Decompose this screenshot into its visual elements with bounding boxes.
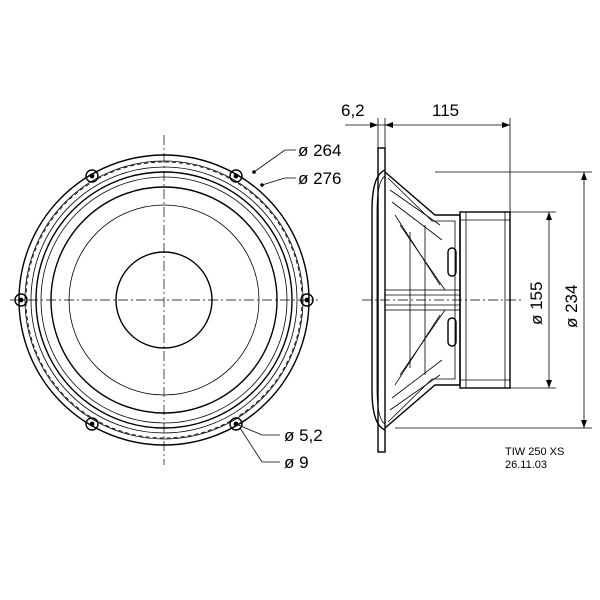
surround-profile — [371, 169, 386, 431]
strut-8 — [399, 309, 446, 376]
leader-d276-dot — [260, 183, 264, 187]
arrow-basket-bottom — [581, 420, 587, 428]
arrow-depth-right — [502, 122, 510, 128]
label-d276: ø 276 — [298, 169, 341, 188]
vent-slot-top — [447, 247, 457, 277]
strut-2 — [391, 201, 443, 241]
label-basket-d: ø 234 — [562, 285, 581, 328]
mounting-hole-top-right — [229, 169, 243, 183]
frame-ring-3 — [30, 166, 298, 434]
surround-inner — [40, 176, 288, 424]
drawing-date: 26.11.03 — [505, 459, 547, 471]
arrow-basket-top — [581, 172, 587, 180]
side-view: 6,2 115 ø 155 ø 234 — [341, 101, 592, 453]
label-hole-d: ø 5,2 — [284, 426, 323, 445]
strut-4 — [399, 224, 446, 291]
strut-5 — [389, 374, 441, 411]
arrow-flange-right — [385, 122, 393, 128]
label-hole-ring: ø 9 — [284, 453, 309, 472]
cone-edge — [50, 186, 278, 414]
arrow-flange-left — [370, 122, 378, 128]
mounting-hole-right — [300, 293, 314, 307]
title-block: TIW 250 XS 26.11.03 — [505, 446, 564, 471]
bolt-circle-dashed — [25, 161, 303, 439]
mounting-hole-top-left — [85, 169, 99, 183]
leader-d264-dot — [252, 170, 256, 174]
label-depth: 115 — [432, 101, 459, 120]
strut-6 — [391, 359, 443, 399]
label-flange: 6,2 — [341, 101, 365, 120]
cone-mid — [68, 204, 260, 396]
dust-cap — [115, 251, 213, 349]
leader-hole-ring — [239, 427, 280, 463]
label-magnet-d: ø 155 — [527, 282, 546, 325]
front-view: ø 264 ø 276 ø 5,2 ø 9 — [10, 135, 341, 472]
surround-outer — [35, 171, 293, 429]
leader-d276 — [261, 177, 296, 186]
leader-hole-d — [235, 423, 280, 436]
model-name: TIW 250 XS — [505, 446, 564, 458]
vent-slot-bottom — [447, 317, 457, 347]
arrow-magnet-top — [546, 212, 552, 220]
mounting-hole-left — [14, 293, 28, 307]
leader-d264 — [253, 149, 296, 173]
magnet — [459, 211, 511, 389]
label-d264: ø 264 — [298, 141, 341, 160]
mounting-hole-bottom-left — [85, 417, 99, 431]
surround-profile-inner — [376, 175, 386, 425]
arrow-magnet-bottom — [546, 380, 552, 388]
frame-ring-2 — [24, 160, 304, 440]
strut-1 — [389, 189, 441, 226]
